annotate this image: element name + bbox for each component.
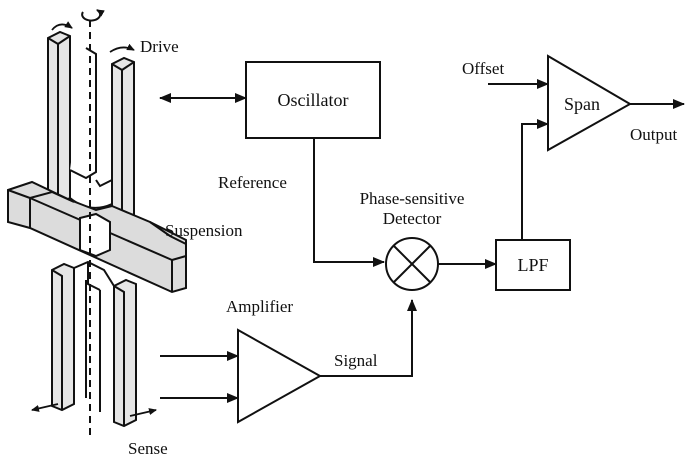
offset-label: Offset [462,59,504,78]
sense-arrow-left-icon [31,403,59,412]
lpf-box [495,239,571,291]
drive-label: Drive [140,37,179,56]
span-triangle [547,54,633,152]
drive-arrow-right-icon [109,43,135,53]
sense-arrow-right-icon [129,408,157,417]
lpf-to-span-line [521,119,549,240]
phase-detector-label-line2: Detector [383,209,442,228]
phase-detector-icon [385,237,439,291]
drive-arrow-left-icon [51,21,73,31]
signal-line [320,299,417,377]
tuning-fork-structure [7,30,187,428]
oscillator-label: Oscillator [278,90,349,110]
span-label: Span [564,94,600,114]
reference-line [313,138,385,267]
lpf-label: LPF [517,255,548,275]
signal-label: Signal [334,351,378,370]
reference-label: Reference [218,173,287,192]
rotation-arrow-icon [81,9,105,22]
amplifier-label: Amplifier [226,297,293,316]
sense-label: Sense [128,439,168,458]
output-label: Output [630,125,678,144]
phase-detector-label-line1: Phase-sensitive [360,189,465,208]
suspension-label: Suspension [165,221,243,240]
oscillator-box [245,61,381,139]
amplifier-triangle [237,328,323,424]
